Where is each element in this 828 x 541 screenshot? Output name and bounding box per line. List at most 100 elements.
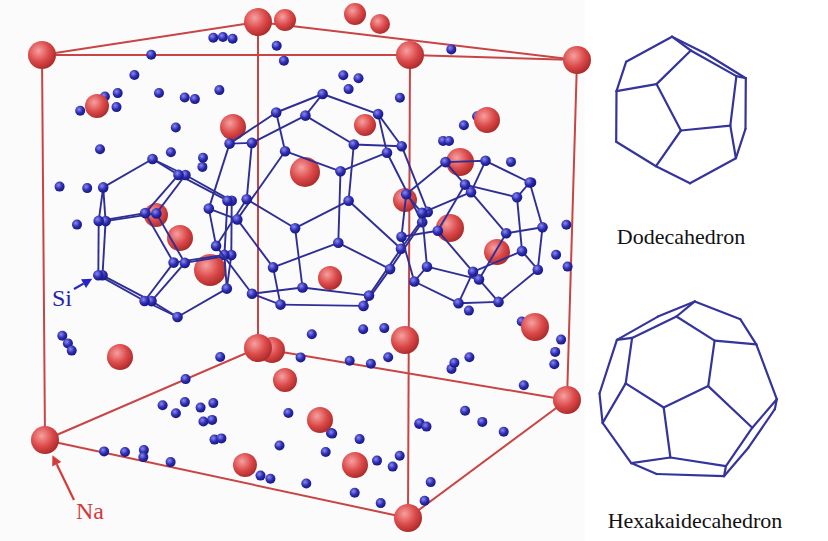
si-atom — [222, 283, 233, 294]
si-bond — [517, 197, 522, 251]
si-atom — [112, 102, 122, 112]
si-atom — [517, 246, 528, 257]
na-atom — [553, 386, 581, 414]
si-atom — [197, 162, 207, 172]
si-cage — [204, 89, 434, 312]
polyhedra-figures — [600, 37, 777, 477]
na-atom — [28, 41, 56, 69]
polyhedron-edge — [695, 301, 741, 319]
si-atom — [385, 264, 396, 275]
si-atom — [358, 301, 369, 312]
polyhedron-edge — [730, 126, 736, 159]
si-atom — [216, 433, 226, 443]
si-atom — [98, 182, 109, 193]
si-atom — [300, 110, 311, 121]
si-atom — [338, 70, 348, 80]
na-corner-atoms — [28, 8, 591, 532]
si-atom — [268, 262, 279, 273]
pointer-arrow — [57, 464, 74, 500]
polyhedron-edge — [677, 317, 715, 341]
si-atom — [151, 208, 162, 219]
si-atom — [265, 474, 275, 484]
polyhedron-edge — [617, 84, 657, 91]
si-cages — [93, 89, 548, 323]
si-bond — [446, 161, 486, 162]
si-atom — [173, 170, 184, 181]
si-bond — [295, 201, 349, 228]
si-bond — [341, 153, 388, 172]
si-atom — [215, 352, 225, 362]
polyhedron-edge — [657, 51, 691, 85]
si-bond — [349, 201, 401, 249]
si-atom — [222, 195, 233, 206]
polyhedron-edge — [664, 408, 671, 458]
si-bond — [378, 114, 402, 146]
na-atom — [273, 368, 297, 392]
si-bond — [402, 237, 415, 282]
si-atom — [422, 261, 433, 272]
na-atom — [342, 452, 368, 478]
polyhedron-edge — [626, 383, 664, 407]
si-atom — [198, 417, 208, 427]
si-atom — [290, 223, 301, 234]
si-bond — [499, 270, 538, 302]
si-atom — [344, 84, 354, 94]
si-bond — [303, 288, 370, 296]
si-atom — [256, 471, 266, 481]
si-atom — [333, 238, 344, 249]
si-atom — [460, 406, 470, 416]
polyhedron-edge — [706, 54, 746, 78]
si-atom — [113, 88, 123, 98]
si-atom — [208, 398, 218, 408]
si-atom — [464, 352, 474, 362]
si-atom — [388, 462, 398, 472]
cell-edge — [257, 22, 259, 348]
si-atom — [180, 93, 190, 103]
arrow-head — [81, 279, 92, 288]
panel-ground — [592, 30, 770, 258]
si-atom — [354, 73, 364, 83]
si-atom — [280, 146, 291, 157]
si-atom — [499, 427, 509, 437]
image-ground — [0, 0, 585, 541]
si-atom — [129, 70, 139, 80]
polyhedron-edge — [626, 37, 672, 62]
polyhedron-edge — [690, 158, 736, 183]
si-atom — [382, 147, 393, 158]
si-bond — [465, 185, 517, 198]
si-atom — [82, 183, 92, 193]
si-bond — [97, 221, 99, 275]
si-atom — [379, 323, 389, 333]
si-bond — [273, 267, 280, 304]
si-atom — [72, 220, 82, 230]
si-atom — [271, 107, 282, 118]
si-atom — [480, 156, 491, 167]
polyhedron-edge — [681, 126, 730, 131]
si-bond — [237, 219, 273, 267]
si-atom — [307, 329, 317, 339]
si-bond — [390, 222, 422, 269]
si-atom — [232, 214, 243, 225]
si-atom — [358, 324, 368, 334]
na-atom — [274, 9, 296, 31]
si-atom — [459, 120, 469, 130]
polyhedron-edge — [632, 317, 676, 338]
si-atom — [345, 356, 355, 366]
si-bond — [422, 192, 471, 213]
si-atom — [417, 208, 428, 219]
si-bond — [209, 144, 230, 209]
si-atom — [95, 144, 105, 154]
polyhedron-edge — [736, 129, 746, 158]
na-atom — [85, 94, 109, 118]
na-atom — [394, 504, 422, 532]
si-atom — [420, 496, 430, 506]
si-atom — [468, 267, 479, 278]
polyhedron-edge — [603, 383, 626, 423]
si-bond — [273, 243, 338, 268]
polyhedron-edge — [752, 399, 777, 428]
figure-caption: Hexakaidecahedron — [608, 508, 783, 533]
si-atom — [355, 434, 365, 444]
si-bond — [145, 175, 178, 213]
na-atom — [370, 14, 390, 34]
si-atom — [154, 88, 164, 98]
